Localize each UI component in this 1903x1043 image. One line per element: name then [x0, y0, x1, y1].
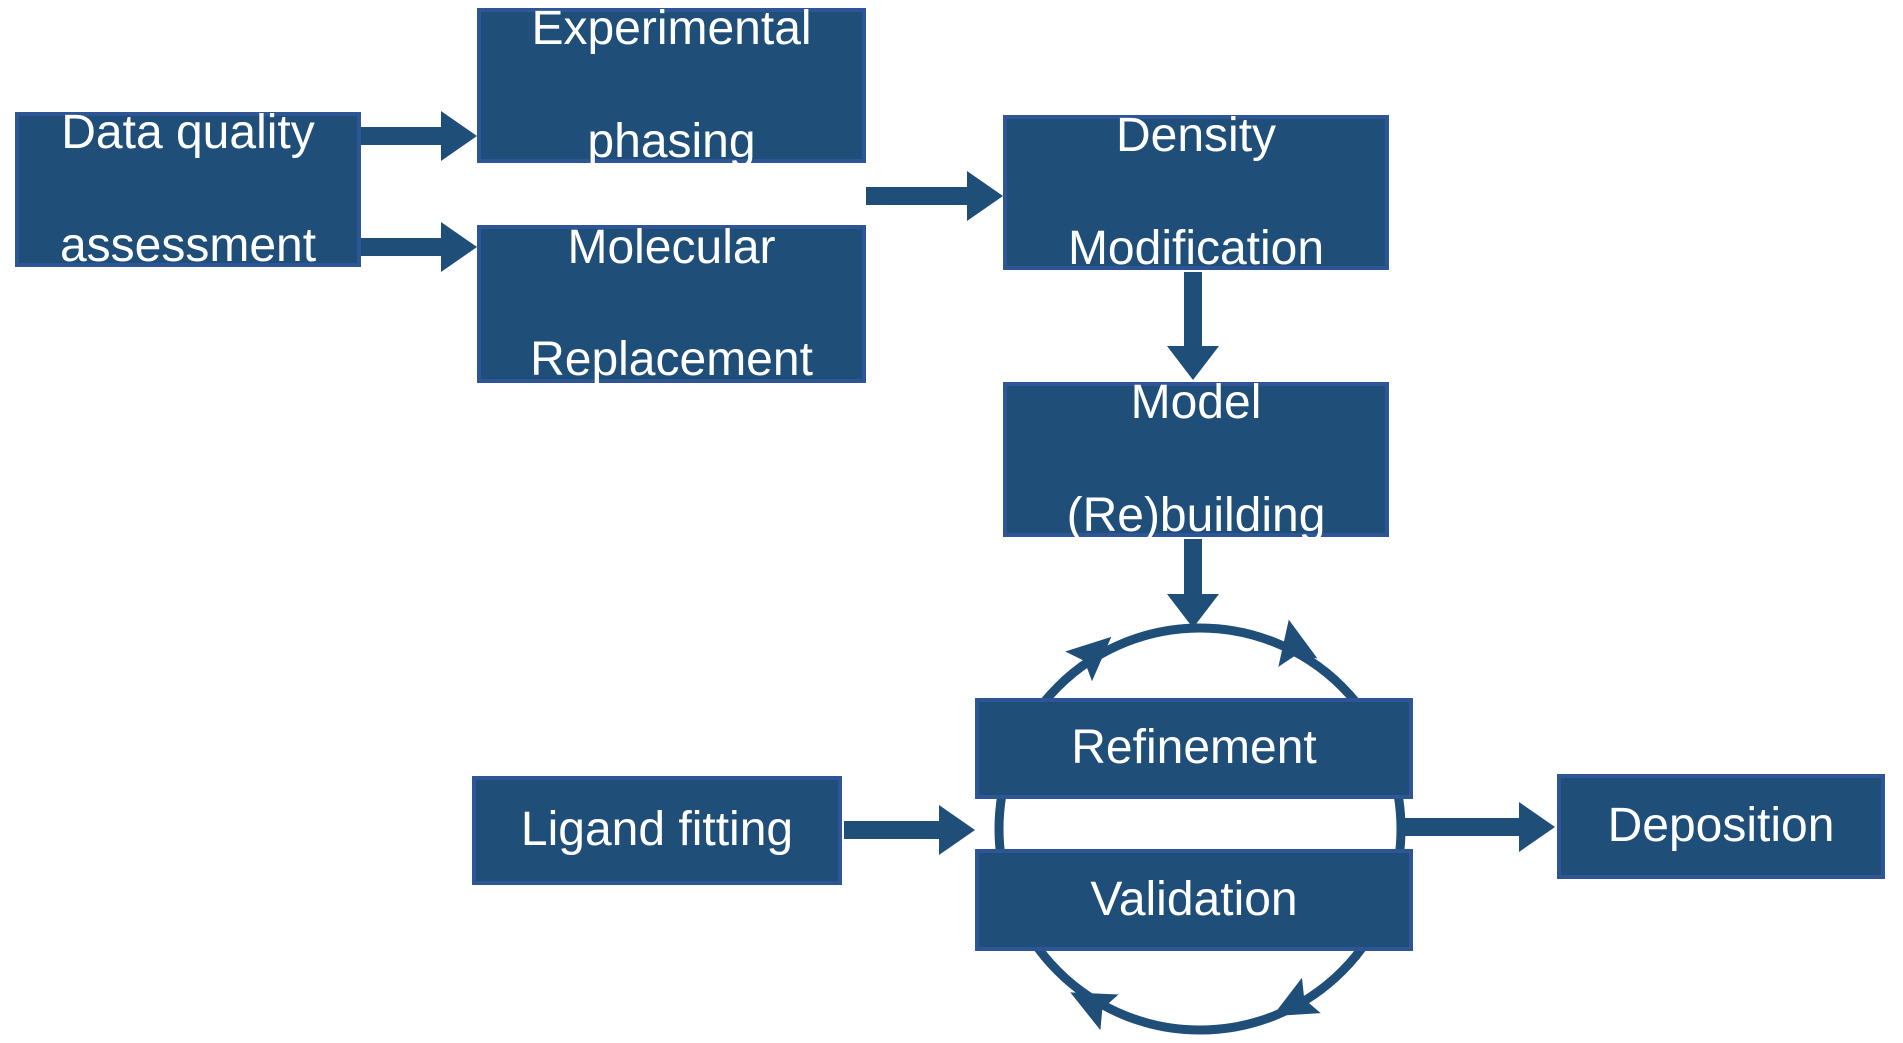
node-label-line: Ligand fitting [520, 803, 794, 857]
node-deposition: Deposition [1557, 774, 1885, 879]
cycle-arrowhead-lower-right-icon [1272, 977, 1321, 1017]
node-label-line: Deposition [1607, 799, 1835, 853]
arrow-ligand-fitting-to-cycle [844, 804, 975, 856]
arrow-shaft [1184, 272, 1202, 348]
cycle-circle [994, 623, 1406, 1035]
node-ligand-fitting: Ligand fitting [472, 776, 842, 885]
node-label-line: Validation [1090, 872, 1298, 926]
node-label-line: Replacement [530, 333, 813, 387]
node-label-line: phasing [587, 114, 756, 168]
node-label-line: Modification [1067, 221, 1325, 275]
node-data-quality-assessment: Data quality assessment [15, 106, 361, 272]
node-validation: Validation [975, 849, 1413, 951]
node-label-line: Model [1130, 376, 1262, 430]
node-label-line: (Re)building [1066, 488, 1326, 542]
node-label-line: Molecular [567, 220, 776, 274]
arrow-shaft [1405, 818, 1521, 836]
arrow-shaft [361, 127, 443, 145]
node-molecular-replacement: Molecular Replacement [477, 221, 866, 387]
arrow-head-icon [1167, 594, 1219, 628]
cycle-arrowhead-upper-left-icon [1065, 636, 1112, 682]
node-label-line: Data quality [61, 106, 315, 160]
node-label-line: Experimental [531, 2, 812, 56]
cycle-arrowhead-upper-right-icon [1278, 619, 1318, 667]
node-label-line: Refinement [1071, 721, 1317, 775]
arrow-cycle-to-deposition [1405, 801, 1555, 853]
arrow-data-quality-to-molecular-replacement [361, 221, 477, 273]
arrow-shaft [1184, 539, 1202, 596]
arrow-head-icon [939, 805, 975, 855]
node-refinement: Refinement [975, 698, 1413, 799]
arrow-shaft [844, 821, 941, 839]
refinement-validation-cycle [994, 619, 1406, 1035]
arrow-model-rebuilding-to-cycle [1167, 539, 1219, 628]
node-model-rebuilding: Model (Re)building [1003, 376, 1389, 542]
arrow-head-icon [1167, 346, 1219, 380]
arrow-head-icon [967, 171, 1003, 221]
node-label-line: Density [1115, 109, 1277, 163]
node-experimental-phasing: Experimental phasing [477, 2, 866, 168]
node-label-line: assessment [59, 218, 317, 272]
arrow-density-modification-to-model-rebuilding [1167, 272, 1219, 380]
arrow-head-icon [441, 222, 477, 272]
arrow-phasing-to-density-modification [866, 170, 1003, 222]
node-density-modification: Density Modification [1003, 109, 1389, 275]
arrow-data-quality-to-experimental-phasing [361, 110, 477, 162]
arrow-head-icon [1519, 802, 1555, 852]
arrow-shaft [866, 187, 969, 205]
arrow-shaft [361, 238, 443, 256]
cycle-arrowhead-lower-left-icon [1070, 992, 1119, 1031]
arrow-head-icon [441, 111, 477, 161]
